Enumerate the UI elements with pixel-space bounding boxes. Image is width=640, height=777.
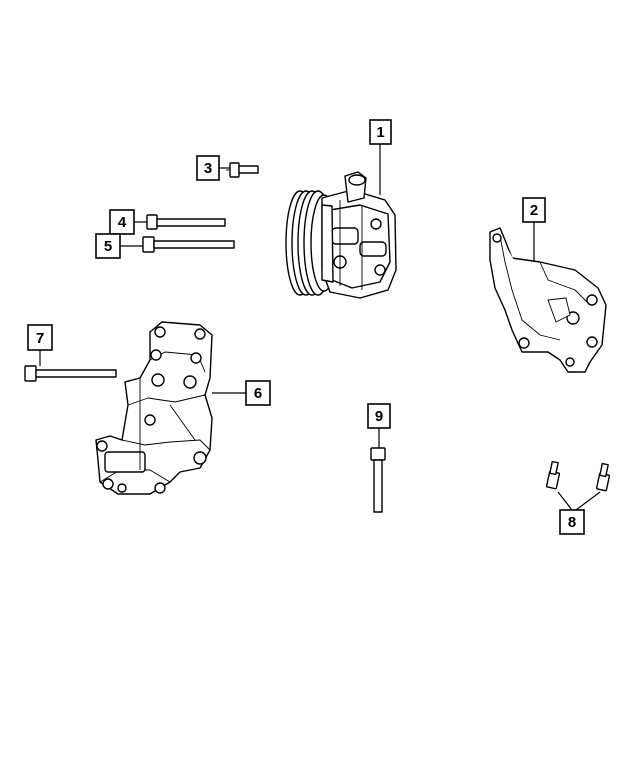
callout-4: 4 (109, 209, 135, 235)
callout-label-4: 4 (118, 214, 127, 231)
bolt-short[interactable] (226, 162, 259, 178)
bolt-pair[interactable] (545, 460, 611, 492)
callout-label-1: 1 (376, 124, 384, 141)
callout-5: 5 (95, 233, 121, 259)
callout-label-7: 7 (36, 330, 44, 347)
callout-2: 2 (522, 197, 546, 223)
callout-1: 1 (369, 119, 392, 145)
callout-6: 6 (245, 380, 271, 406)
callout-3: 3 (196, 155, 220, 181)
callout-label-9: 9 (375, 408, 383, 425)
leader-lines (39, 144, 601, 511)
power-steering-pump[interactable] (285, 171, 397, 299)
callout-label-5: 5 (104, 238, 112, 255)
callout-label-3: 3 (204, 160, 212, 177)
callout-8: 8 (559, 509, 585, 535)
pump-mounting-bracket[interactable] (489, 227, 607, 373)
callout-label-8: 8 (568, 514, 576, 531)
callout-9: 9 (367, 403, 391, 429)
callout-label-2: 2 (530, 202, 538, 219)
callout-label-6: 6 (254, 385, 262, 402)
bolt-long-upper[interactable] (146, 214, 226, 230)
bolt-horizontal[interactable] (24, 365, 117, 382)
callout-7: 7 (27, 324, 53, 351)
accessory-mounting-bracket[interactable] (95, 321, 213, 495)
bolt-long-lower[interactable] (142, 236, 235, 253)
bolt-vertical[interactable] (370, 447, 386, 513)
